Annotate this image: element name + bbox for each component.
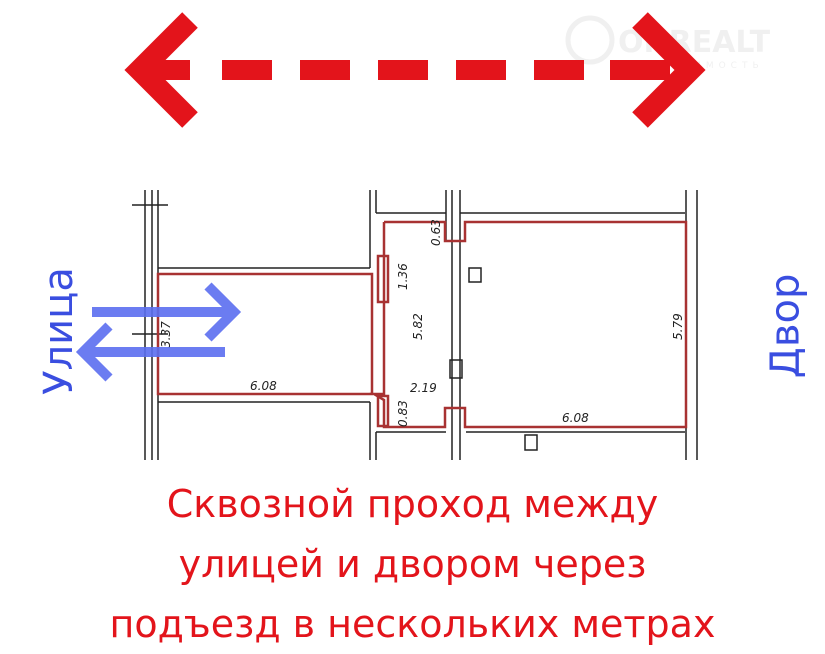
- dim-corridor-width: 2.19: [410, 381, 437, 395]
- yard-label: Двор: [762, 273, 809, 379]
- dim-right-room-height: 5.79: [671, 313, 685, 340]
- caption-line-1: Сквозной проход между: [166, 482, 659, 526]
- walls: [132, 190, 698, 460]
- dim-left-room-width: 6.08: [250, 379, 277, 393]
- entry-exit-arrows-icon: [75, 282, 242, 382]
- dim-left-room-height: 3.37: [159, 321, 173, 348]
- caption-line-2: улицей и двором через: [178, 542, 647, 586]
- street-label: Улица: [35, 267, 82, 395]
- caption-line-3: подъезд в нескольких метрах: [109, 602, 716, 646]
- left-room: [156, 272, 374, 396]
- dim-niche-upper: 1.36: [396, 263, 410, 290]
- dim-step: 0.63: [429, 219, 443, 246]
- double-arrow-icon: [124, 12, 706, 128]
- dim-niche-lower: 0.83: [396, 400, 410, 427]
- room-outlines: [156, 220, 688, 429]
- dim-corridor-length: 5.82: [411, 313, 425, 340]
- dim-right-room-width: 6.08: [562, 411, 589, 425]
